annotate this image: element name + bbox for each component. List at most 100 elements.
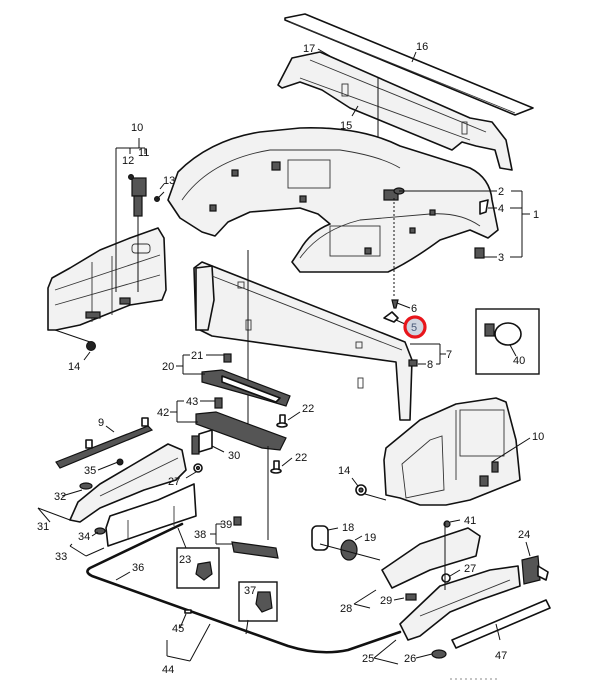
callout-30[interactable]: 30 xyxy=(228,450,240,462)
callout-45[interactable]: 45 xyxy=(172,623,184,635)
callout-14-right[interactable]: 14 xyxy=(338,465,350,477)
leader-23 xyxy=(177,527,187,549)
part-13-screw[interactable] xyxy=(154,191,165,202)
callout-38[interactable]: 38 xyxy=(194,529,206,541)
callout-6[interactable]: 6 xyxy=(411,303,417,315)
part-37-inset-box[interactable] xyxy=(238,581,278,622)
callout-leaders xyxy=(37,48,531,665)
part-1-headliner[interactable] xyxy=(167,127,499,273)
part-27-screw-left[interactable] xyxy=(193,463,203,473)
leader-14-right-part xyxy=(364,493,387,501)
callout-42[interactable]: 42 xyxy=(157,407,169,419)
part-9-rail[interactable] xyxy=(55,417,154,469)
callout-37[interactable]: 37 xyxy=(244,585,256,597)
callout-27-right[interactable]: 27 xyxy=(464,563,476,575)
callout-41[interactable]: 41 xyxy=(464,515,476,527)
part-40-inset-box[interactable] xyxy=(475,308,540,375)
part-43-clip[interactable] xyxy=(214,397,223,409)
callout-36[interactable]: 36 xyxy=(132,562,144,574)
part-18-lamp-lens[interactable] xyxy=(311,525,329,551)
part-47-rail[interactable] xyxy=(451,599,551,649)
part-12-nut[interactable] xyxy=(128,174,134,180)
callout-3[interactable]: 3 xyxy=(498,252,504,264)
callout-18[interactable]: 18 xyxy=(342,522,354,534)
part-10-left-quarter-trim[interactable] xyxy=(47,227,167,331)
part-6-fastener[interactable] xyxy=(391,299,399,309)
callout-26[interactable]: 26 xyxy=(404,653,416,665)
part-24-bracket[interactable] xyxy=(521,555,549,585)
part-31-sill-plate[interactable] xyxy=(69,443,187,523)
callout-43[interactable]: 43 xyxy=(186,396,198,408)
part-32-clip[interactable] xyxy=(79,482,93,490)
part-29-clip[interactable] xyxy=(405,593,417,601)
callout-28[interactable]: 28 xyxy=(340,603,352,615)
callout-11[interactable]: 11 xyxy=(138,147,149,159)
part-23-inset-box[interactable] xyxy=(176,547,220,589)
callout-23[interactable]: 23 xyxy=(179,554,191,566)
callout-24[interactable]: 24 xyxy=(518,529,530,541)
part-45-clip[interactable] xyxy=(184,609,192,614)
callout-17[interactable]: 17 xyxy=(303,43,315,55)
callout-16[interactable]: 16 xyxy=(416,41,428,53)
callout-9[interactable]: 9 xyxy=(98,417,104,429)
part-20-bracket-assembly[interactable] xyxy=(201,369,291,407)
part-27-screw-right[interactable] xyxy=(441,573,451,583)
callout-7[interactable]: 7 xyxy=(446,349,452,361)
part-33-trim-panel[interactable] xyxy=(105,483,197,547)
callout-10-right[interactable]: 10 xyxy=(532,431,544,443)
part-25-sill-plate[interactable] xyxy=(399,565,521,641)
part-16-header-panel[interactable] xyxy=(284,13,534,116)
part-11-latch-bracket[interactable] xyxy=(131,177,147,217)
part-7-rear-panel[interactable] xyxy=(193,261,413,421)
part-22-bolt-upper[interactable] xyxy=(276,414,288,428)
part-14-right-fastener[interactable] xyxy=(355,484,367,496)
part-15-rear-header-trim[interactable] xyxy=(277,51,513,171)
part-42-bracket-assembly[interactable] xyxy=(195,411,287,451)
callout-44[interactable]: 44 xyxy=(162,664,174,676)
callout-32[interactable]: 32 xyxy=(54,491,66,503)
part-4-clip[interactable] xyxy=(479,199,489,215)
callout-2[interactable]: 2 xyxy=(498,186,504,198)
part-5-bracket[interactable] xyxy=(383,311,399,323)
part-3-clip[interactable] xyxy=(474,247,485,259)
callout-34[interactable]: 34 xyxy=(78,531,90,543)
callout-8[interactable]: 8 xyxy=(427,359,433,371)
callout-1[interactable]: 1 xyxy=(533,209,539,221)
callout-14-left[interactable]: 14 xyxy=(68,361,80,373)
part-10-right-quarter-trim[interactable] xyxy=(383,397,521,506)
callout-labels: 16 17 15 10 12 11 13 14 2 4 1 3 6 5 7 8 … xyxy=(37,41,544,676)
part-39-clip[interactable] xyxy=(233,516,242,526)
leader-14-left-part xyxy=(54,329,91,343)
callout-15[interactable]: 15 xyxy=(340,120,352,132)
callout-13[interactable]: 13 xyxy=(163,175,175,187)
callout-10-left[interactable]: 10 xyxy=(131,122,143,134)
part-21-clip[interactable] xyxy=(223,353,232,363)
part-14-left-fastener[interactable] xyxy=(86,341,96,351)
callout-21[interactable]: 21 xyxy=(191,350,203,362)
callout-5-highlighted[interactable]: 5 xyxy=(403,315,427,339)
part-30-bracket[interactable] xyxy=(191,429,213,455)
part-22-bolt-lower[interactable] xyxy=(270,460,282,474)
callout-19[interactable]: 19 xyxy=(364,532,376,544)
callout-4[interactable]: 4 xyxy=(498,203,504,215)
leader-37 xyxy=(245,619,249,635)
callout-12[interactable]: 12 xyxy=(122,155,134,167)
callout-33[interactable]: 33 xyxy=(55,551,67,563)
part-38-bracket[interactable] xyxy=(231,541,279,559)
part-28-trim-panel[interactable] xyxy=(381,527,481,589)
part-26-clip[interactable] xyxy=(431,649,447,659)
callout-22-lower[interactable]: 22 xyxy=(295,452,307,464)
callout-25[interactable]: 25 xyxy=(362,653,374,665)
callout-29[interactable]: 29 xyxy=(380,595,392,607)
callout-27-left[interactable]: 27 xyxy=(168,476,180,488)
callout-31[interactable]: 31 xyxy=(37,521,49,533)
callout-40[interactable]: 40 xyxy=(513,355,525,367)
callout-5[interactable]: 5 xyxy=(411,322,417,334)
callout-39[interactable]: 39 xyxy=(220,519,232,531)
callout-20[interactable]: 20 xyxy=(162,361,174,373)
callout-35[interactable]: 35 xyxy=(84,465,96,477)
part-8-pushpin[interactable] xyxy=(408,359,418,367)
callout-22-upper[interactable]: 22 xyxy=(302,403,314,415)
callout-47[interactable]: 47 xyxy=(495,650,507,662)
